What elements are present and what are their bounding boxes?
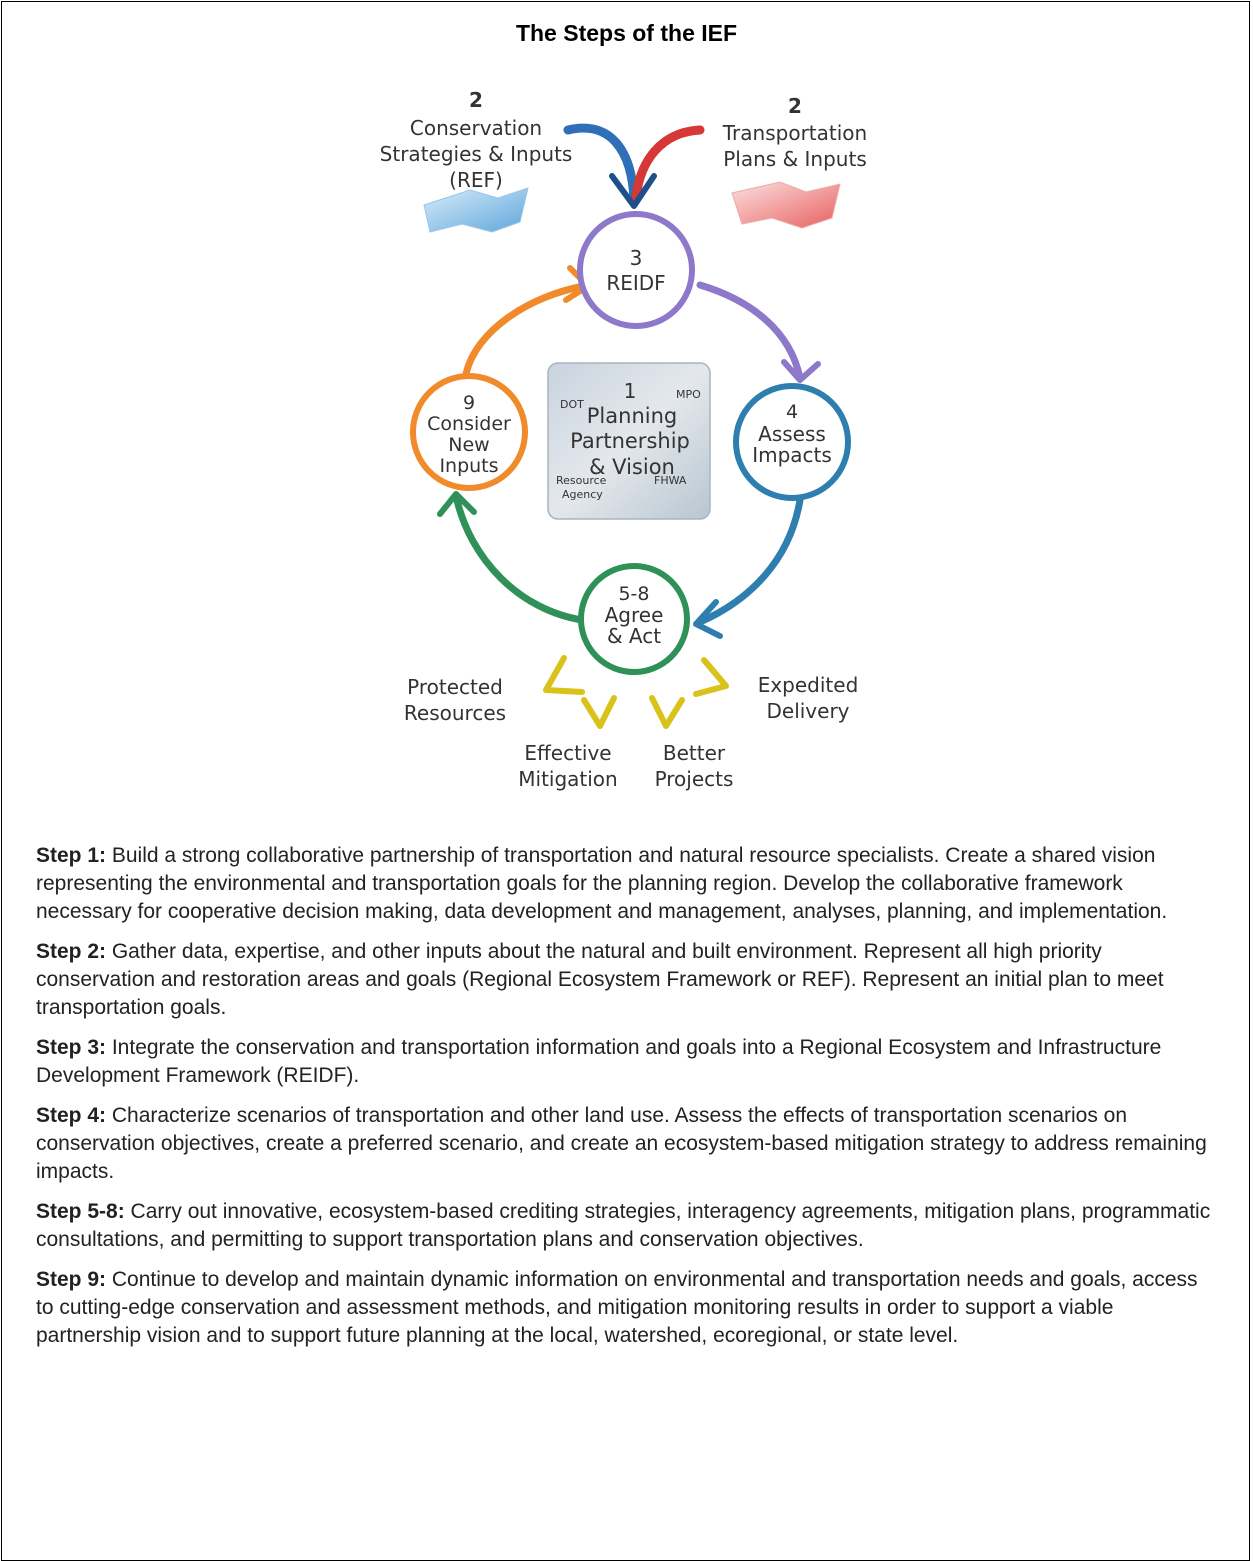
step-label: Step 3: (36, 1036, 107, 1059)
step-4: Step 4: Characterize scenarios of transp… (36, 1102, 1216, 1186)
projects-line-2: Projects (655, 767, 734, 791)
conservation-map-icon (423, 187, 529, 233)
assess-line-1: Assess (758, 422, 826, 446)
reidf-number: 3 (630, 246, 643, 270)
projects-chevron-icon (649, 695, 685, 729)
planning-number: 1 (624, 379, 637, 403)
step-text: Integrate the conservation and transport… (36, 1036, 1162, 1087)
step-5-8: Step 5-8: Carry out innovative, ecosyste… (36, 1198, 1216, 1254)
transportation-number: 2 (788, 94, 802, 118)
conservation-number: 2 (469, 88, 483, 112)
conservation-line-3: (REF) (449, 168, 503, 192)
assess-to-agree-arrow (696, 496, 804, 626)
transportation-map-icon (731, 181, 841, 229)
planning-line-3: & Vision (589, 455, 675, 479)
ief-cycle-diagram: 3 REIDF DOT MPO Resource Agency FHWA 1 P… (380, 88, 868, 791)
input-arrowhead-icon (609, 173, 657, 209)
planning-tag-agency: Agency (562, 488, 603, 501)
agree-number: 5-8 (618, 583, 649, 605)
planning-tag-resource: Resource (556, 474, 607, 487)
step-label: Step 4: (36, 1104, 107, 1127)
assess-line-2: Impacts (752, 443, 832, 467)
blue-arrowhead-icon (693, 599, 723, 639)
step-label: Step 1: (36, 844, 107, 867)
step-text: Characterize scenarios of transportation… (36, 1104, 1207, 1183)
transportation-line-2: Plans & Inputs (723, 147, 867, 171)
purple-arrowhead-icon (781, 359, 821, 383)
consider-line-3: Inputs (439, 455, 498, 477)
planning-partnership-panel (547, 362, 711, 520)
mitigation-line-1: Effective (524, 741, 611, 765)
assess-node (733, 383, 851, 501)
figure-title: The Steps of the IEF (515, 20, 738, 46)
consider-to-reidf-arrow (462, 282, 588, 378)
delivery-chevron-icon (693, 657, 729, 697)
steps-list: Step 1: Build a strong collaborative par… (36, 842, 1216, 1362)
reidf-to-assess-arrow (696, 281, 804, 382)
protected-line-2: Resources (404, 701, 506, 725)
conservation-line-1: Conservation (410, 116, 542, 140)
agree-node (578, 563, 690, 675)
projects-line-1: Better (663, 741, 726, 765)
delivery-line-1: Expedited (758, 673, 859, 697)
step-text: Continue to develop and maintain dynamic… (36, 1268, 1198, 1347)
agree-line-2: & Act (607, 624, 661, 648)
agree-line-1: Agree (605, 603, 664, 627)
step-text: Gather data, expertise, and other inputs… (36, 940, 1164, 1019)
transportation-input-arrow (631, 125, 705, 203)
step-label: Step 2: (36, 940, 107, 963)
reidf-label: REIDF (606, 271, 665, 295)
planning-tag-mpo: MPO (676, 388, 701, 401)
step-text: Build a strong collaborative partnership… (36, 844, 1168, 923)
step-9: Step 9: Continue to develop and maintain… (36, 1266, 1216, 1350)
consider-line-2: New (448, 434, 489, 456)
mitigation-line-2: Mitigation (518, 767, 617, 791)
step-2: Step 2: Gather data, expertise, and othe… (36, 938, 1216, 1022)
consider-number: 9 (463, 392, 475, 414)
consider-node (410, 373, 528, 491)
green-arrowhead-icon (437, 491, 477, 517)
step-text: Carry out innovative, ecosystem-based cr… (36, 1200, 1211, 1251)
step-label: Step 9: (36, 1268, 107, 1291)
step-label: Step 5-8: (36, 1200, 125, 1223)
delivery-line-2: Delivery (766, 699, 849, 723)
planning-line-1: Planning (587, 404, 677, 428)
assess-number: 4 (786, 401, 798, 423)
planning-tag-fhwa: FHWA (654, 474, 687, 487)
mitigation-chevron-icon (581, 695, 617, 729)
protected-chevron-icon (543, 655, 585, 695)
step-3: Step 3: Integrate the conservation and t… (36, 1034, 1216, 1090)
reidf-node (577, 211, 695, 329)
planning-line-2: Partnership (570, 429, 690, 453)
conservation-input-arrow (563, 123, 639, 205)
conservation-line-2: Strategies & Inputs (380, 142, 573, 166)
consider-line-1: Consider (427, 413, 511, 435)
transportation-line-1: Transportation (722, 121, 867, 145)
planning-tag-dot: DOT (560, 398, 584, 411)
step-1: Step 1: Build a strong collaborative par… (36, 842, 1216, 926)
agree-to-consider-arrow (452, 492, 586, 624)
protected-line-1: Protected (407, 675, 503, 699)
